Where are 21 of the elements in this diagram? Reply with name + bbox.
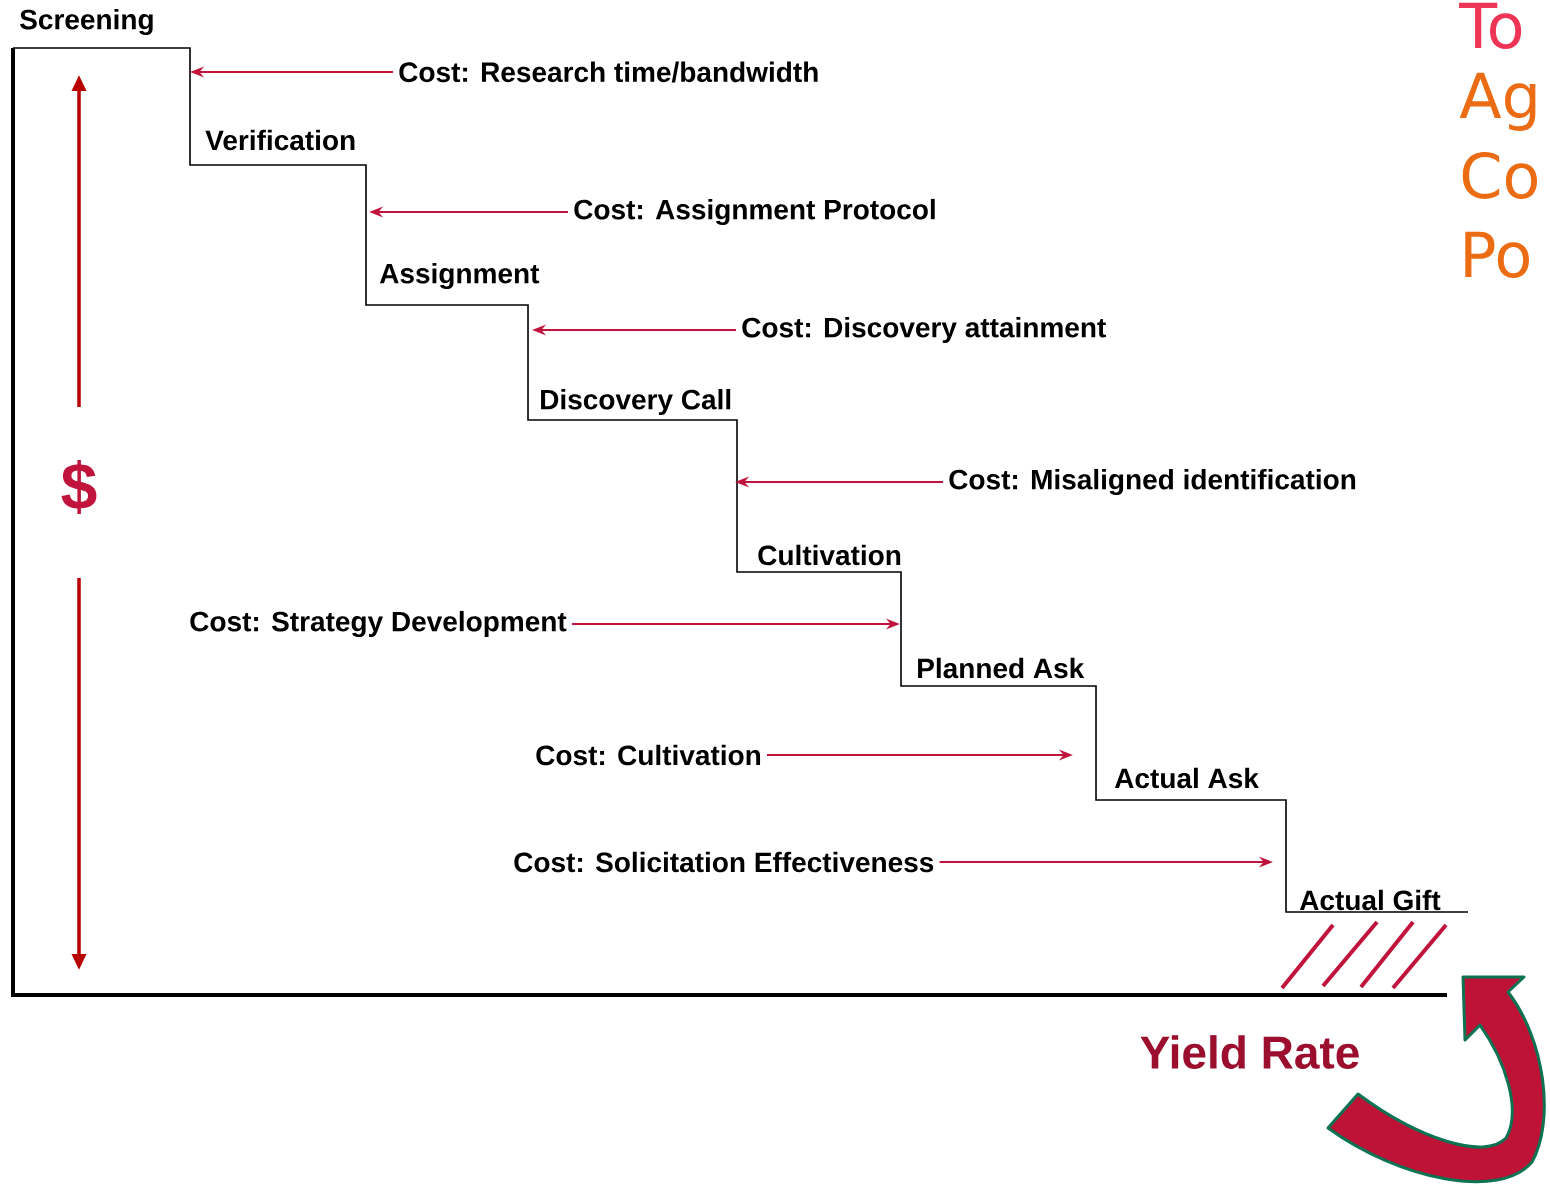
step-label: Actual Gift (1299, 889, 1441, 911)
step-label: Actual Ask (1114, 767, 1259, 789)
step-label: Discovery Call (541, 388, 731, 416)
cost-label: Cost: Discovery attainment (742, 316, 1106, 344)
step-label: Planned Ask (918, 657, 1085, 679)
cost-label: Cost: Solicitation Effectiveness (514, 851, 934, 873)
heading-fragment: Ag (1459, 72, 1536, 131)
heading-fragment: To (1459, 2, 1522, 49)
step-label: Verification (205, 129, 355, 151)
dollar-sign: $ (61, 460, 97, 514)
cost-label: Cost: Cultivation (536, 744, 761, 766)
cost-label: Cost: Strategy Development (190, 610, 567, 638)
cost-label: Cost: Research time/bandwidth (399, 61, 818, 83)
step-label: Assignment (379, 262, 540, 290)
heading-fragment: Po (1465, 231, 1529, 278)
step-label: Screening (20, 8, 153, 36)
yield-rate-label: Yield Rate (1140, 1035, 1359, 1069)
cost-label: Cost: Misaligned identification (949, 468, 1356, 496)
cost-label: Cost: Assignment Protocol (574, 198, 935, 226)
step-label: Cultivation (758, 544, 901, 566)
heading-fragment: Co (1462, 152, 1538, 199)
